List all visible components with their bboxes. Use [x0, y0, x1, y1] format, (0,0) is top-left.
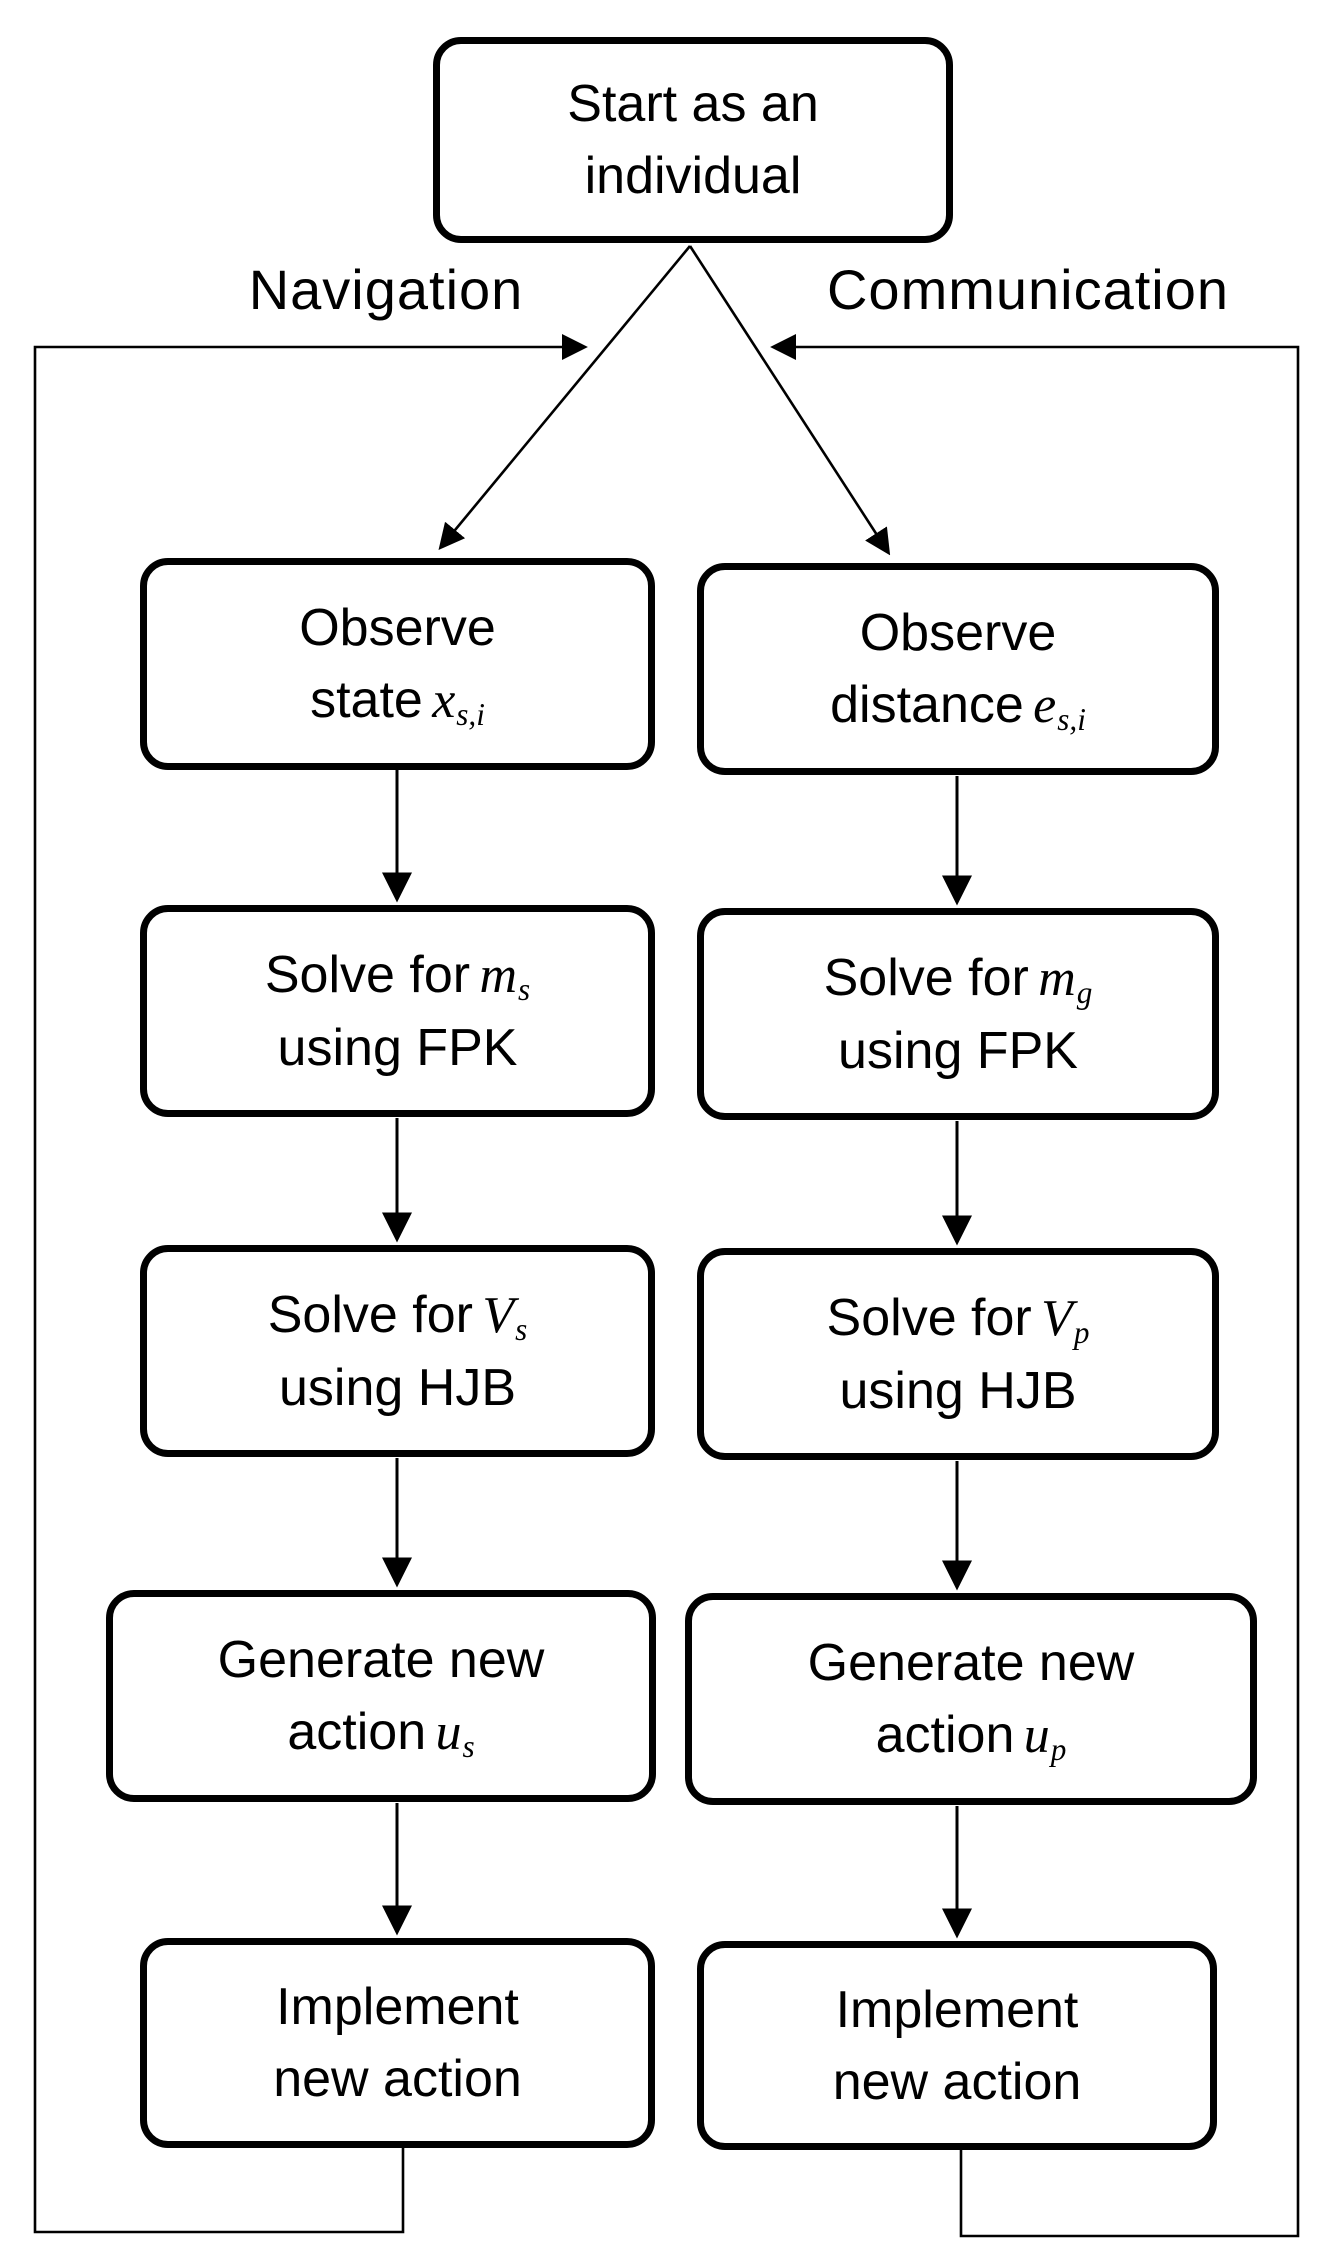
box-text-line: using HJB: [279, 1358, 516, 1417]
box-text-line: new action: [832, 2052, 1082, 2111]
flow-box-implement-action-comm: Implement new action: [697, 1941, 1217, 2150]
flow-box-start: Start as an individual: [433, 37, 953, 243]
comm-feedback-loop: [770, 334, 1300, 2238]
split-arrow-communication: [688, 245, 891, 556]
box-text-line: using FPK: [277, 1018, 518, 1077]
box-text-line: Start as an: [567, 75, 819, 133]
box-text-line: Observe: [299, 598, 496, 657]
box-text-line: using HJB: [839, 1361, 1077, 1420]
box-text-line: new action: [273, 2050, 522, 2108]
nav-feedback-loop: [33, 334, 588, 2234]
box-text-line: Observe: [859, 603, 1057, 662]
box-text-line: individual: [584, 147, 802, 205]
split-arrow-navigation: [438, 245, 692, 551]
branch-label-communication: Communication: [826, 258, 1230, 321]
box-text-line: Implement: [835, 1980, 1079, 2039]
box-text-line: using FPK: [838, 1021, 1078, 1080]
box-text-line: Generate new: [807, 1633, 1135, 1692]
flow-box-implement-action-nav: Implement new action: [140, 1938, 655, 2148]
box-text-line: Generate new: [217, 1630, 545, 1689]
branch-label-navigation: Navigation: [248, 258, 524, 321]
box-text-line: Implement: [276, 1978, 519, 2036]
